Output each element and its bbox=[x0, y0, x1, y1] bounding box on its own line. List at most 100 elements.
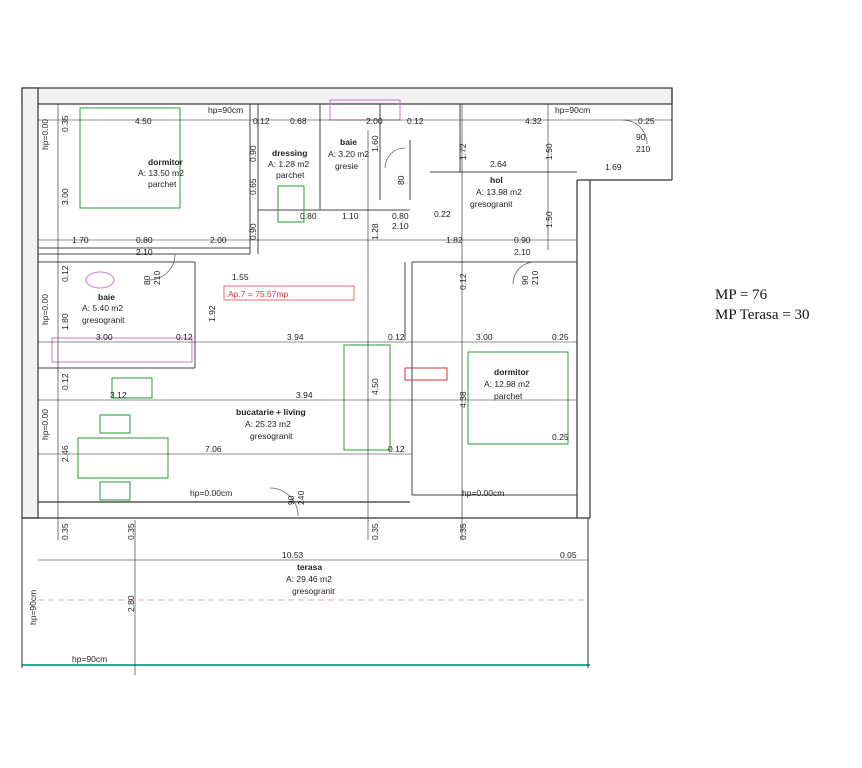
dim-label: 2.10 bbox=[514, 247, 531, 257]
height-note: hp=90cm bbox=[28, 590, 38, 625]
room-dormitor1: dormitor A: 13.50 m2 parchet bbox=[138, 157, 184, 189]
dim-label: 2.64 bbox=[490, 159, 507, 169]
dim-label: 0.05 bbox=[560, 550, 577, 560]
dim-label: 0.80 bbox=[392, 211, 409, 221]
dim-label: 0.12 bbox=[407, 116, 424, 126]
dim-label: 210 bbox=[636, 144, 650, 154]
dim-label: 3.00 bbox=[96, 332, 113, 342]
dim-label: 1.82 bbox=[446, 235, 463, 245]
dim-label: 2.80 bbox=[126, 595, 136, 612]
dim-label: 210 bbox=[530, 271, 540, 285]
dim-label: 0.22 bbox=[434, 209, 451, 219]
dim-label: 1.60 bbox=[370, 135, 380, 152]
room-floor: gresogranit bbox=[82, 315, 125, 325]
room-name: baie bbox=[98, 292, 115, 302]
dim-label: 0.35 bbox=[126, 523, 136, 540]
height-note: hp=90cm bbox=[555, 105, 590, 115]
room-area: A: 13.50 m2 bbox=[138, 168, 184, 178]
outer-walls bbox=[21, 87, 673, 519]
dim-label: 3.12 bbox=[110, 390, 127, 400]
dim-label: 0.35 bbox=[60, 523, 70, 540]
dim-label: 4.50 bbox=[135, 116, 152, 126]
dim-label: 1.70 bbox=[72, 235, 89, 245]
dim-label: 0.12 bbox=[60, 265, 70, 282]
height-note: hp=0.00 bbox=[40, 409, 50, 440]
dim-label: 0.25 bbox=[552, 432, 569, 442]
room-terasa: terasa A: 29.46 m2 gresogranit bbox=[286, 562, 335, 596]
dimension-labels: 4.50 0.12 0.68 2.00 0.12 4.32 0.25 2.64 … bbox=[72, 116, 655, 560]
dim-label: 1.69 bbox=[605, 162, 622, 172]
dim-label: 0.80 bbox=[300, 211, 317, 221]
mp-terasa-summary: MP Terasa = 30 bbox=[715, 307, 810, 323]
terrace-outline bbox=[21, 518, 590, 668]
dim-label: 0.35 bbox=[60, 115, 70, 132]
dim-label: 80 bbox=[142, 275, 152, 285]
room-area: A: 13.98 m2 bbox=[476, 187, 522, 197]
dim-label: 1.92 bbox=[207, 305, 217, 322]
room-area: A: 29.46 m2 bbox=[286, 574, 332, 584]
dim-label: 0.65 bbox=[248, 178, 258, 195]
room-name: dormitor bbox=[148, 157, 184, 167]
room-floor: parchet bbox=[148, 179, 177, 189]
dim-label: 3.00 bbox=[60, 188, 70, 205]
room-floor: gresogranit bbox=[292, 586, 335, 596]
dimension-lines bbox=[38, 104, 672, 675]
dim-label: 90 bbox=[636, 132, 646, 142]
dim-label: 4.50 bbox=[370, 378, 380, 395]
mp-summary: MP = 76 bbox=[715, 287, 768, 303]
dim-label: 0.35 bbox=[458, 523, 468, 540]
height-note: hp=0.00cm bbox=[462, 488, 504, 498]
dim-label: 1.55 bbox=[232, 272, 249, 282]
room-living: bucatarie + living A: 25.23 m2 gresogran… bbox=[236, 407, 306, 441]
room-area: A: 5.40 m2 bbox=[82, 303, 123, 313]
room-baie1: baie A: 3.20 m2 gresie bbox=[328, 137, 369, 171]
dim-label: 1.50 bbox=[544, 143, 554, 160]
room-hol: hol A: 13.98 m2 gresogranit bbox=[470, 175, 522, 209]
height-note: hp=0.00 bbox=[40, 294, 50, 325]
dim-label: 3.00 bbox=[476, 332, 493, 342]
dim-label: 0.12 bbox=[176, 332, 193, 342]
apartment-label-box bbox=[223, 285, 355, 301]
dim-label: 0.25 bbox=[552, 332, 569, 342]
room-name: dormitor bbox=[494, 367, 530, 377]
dim-label: 0.35 bbox=[370, 523, 380, 540]
dim-label: 10.53 bbox=[282, 550, 304, 560]
room-area: A: 3.20 m2 bbox=[328, 149, 369, 159]
height-note: hp=0.00 bbox=[40, 119, 50, 150]
dim-label: 1.50 bbox=[544, 211, 554, 228]
dim-label: 1.10 bbox=[342, 211, 359, 221]
apartment-label: Ap.7 = 75.57mp bbox=[228, 289, 289, 299]
room-floor: gresie bbox=[335, 161, 358, 171]
dim-label: 2.00 bbox=[210, 235, 227, 245]
room-area: A: 25.23 m2 bbox=[245, 419, 291, 429]
dim-label: 80 bbox=[396, 175, 406, 185]
height-note: hp=0.00cm bbox=[190, 488, 232, 498]
dim-label: 90 bbox=[520, 275, 530, 285]
room-area: A: 1.28 m2 bbox=[268, 159, 309, 169]
dim-label: 0.12 bbox=[253, 116, 270, 126]
dim-label: 0.12 bbox=[388, 332, 405, 342]
room-baie2: baie A: 5.40 m2 gresogranit bbox=[82, 292, 125, 325]
room-floor: parchet bbox=[494, 391, 523, 401]
room-floor: gresogranit bbox=[470, 199, 513, 209]
room-name: bucatarie + living bbox=[236, 407, 306, 417]
dim-label: 240 bbox=[296, 491, 306, 505]
room-name: dressing bbox=[272, 148, 307, 158]
height-notes: hp=90cm hp=90cm hp=0.00 hp=0.00 hp=0.00 … bbox=[28, 105, 590, 664]
height-note: hp=90cm bbox=[208, 105, 243, 115]
dim-label: 2.10 bbox=[136, 247, 153, 257]
room-floor: parchet bbox=[276, 170, 305, 180]
dim-label: 90 bbox=[286, 495, 296, 505]
dim-label: 0.25 bbox=[638, 116, 655, 126]
dim-label: 0.12 bbox=[388, 444, 405, 454]
dim-label: 0.80 bbox=[136, 235, 153, 245]
dim-label: 1.80 bbox=[60, 313, 70, 330]
dim-label: 0.68 bbox=[290, 116, 307, 126]
furniture bbox=[77, 107, 569, 501]
dim-label: 2.00 bbox=[366, 116, 383, 126]
dim-label: 2.46 bbox=[60, 445, 70, 462]
dim-label: 1.72 bbox=[458, 143, 468, 160]
room-name: baie bbox=[340, 137, 357, 147]
dim-label: 0.90 bbox=[514, 235, 531, 245]
